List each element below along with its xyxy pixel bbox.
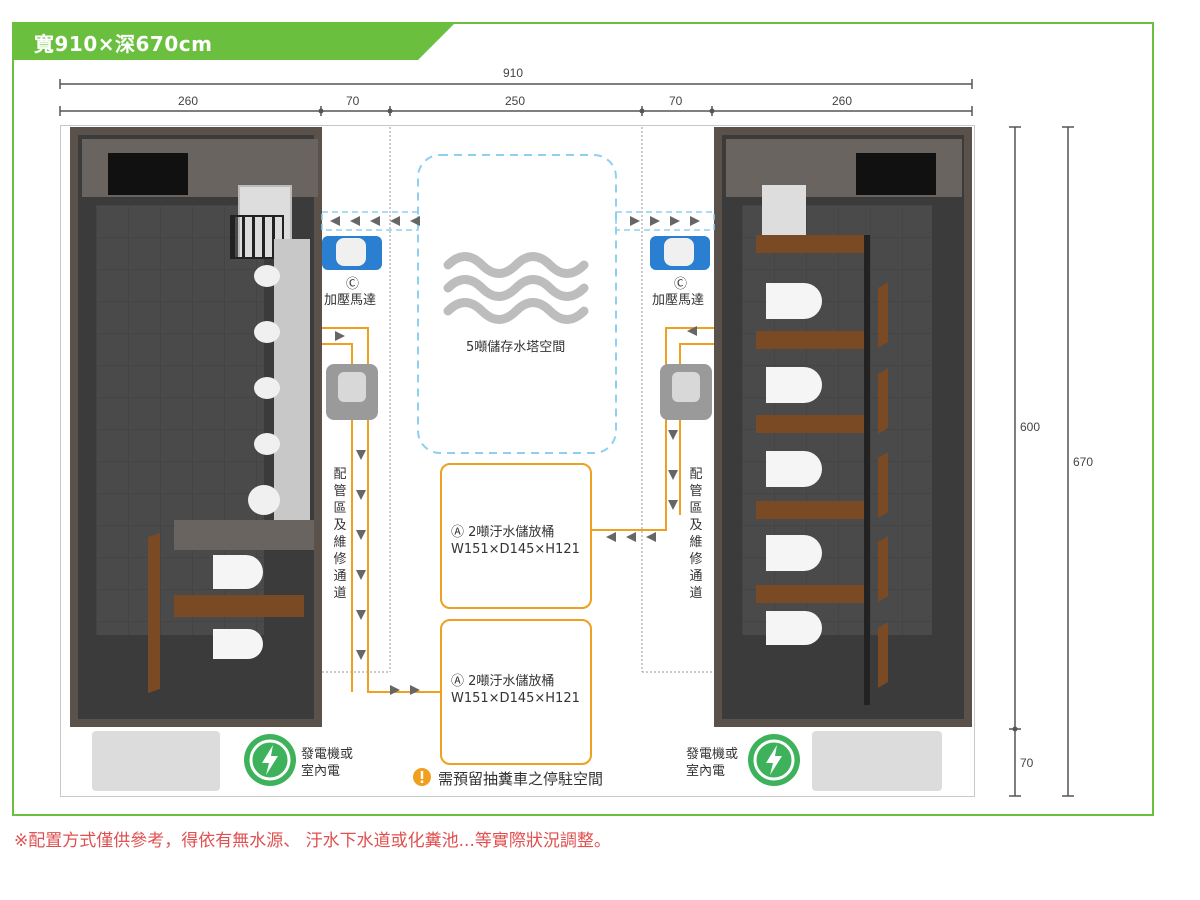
urinal-1 (254, 265, 280, 287)
left-window (108, 153, 188, 195)
water-tank-space (417, 154, 617, 454)
parking-notice: 需預留抽糞車之停駐空間 (438, 770, 604, 788)
dim-seg-2: 70 (346, 94, 360, 108)
lightning-bolt-icon (748, 734, 800, 786)
dim-seg-1: 260 (178, 94, 199, 108)
wave-icon (443, 252, 589, 324)
left-toilet-1 (213, 555, 263, 589)
right-toilet-1 (766, 283, 822, 319)
lightning-bolt-icon (244, 734, 296, 786)
dim-seg-3: 250 (505, 94, 526, 108)
sewage-tank-top (440, 463, 592, 609)
pump-right-label: 加壓馬達 (652, 293, 705, 308)
flow-arrows-pipe (335, 326, 697, 695)
warning-icon (413, 768, 431, 786)
pump-right-marker: Ⓒ (674, 277, 688, 292)
sewage-tank-bottom (440, 619, 592, 765)
right-sink (762, 185, 806, 235)
dim-total-width: 910 (503, 66, 524, 80)
right-stall-divider-2 (756, 331, 866, 349)
right-toilet-5 (766, 611, 822, 645)
dim-depth-total: 670 (1073, 455, 1094, 469)
right-stall-divider-1 (756, 235, 866, 253)
pipe-area-left-label: 配管區及維修通道 (333, 467, 347, 601)
left-restroom (70, 127, 322, 727)
title-tab (14, 24, 454, 60)
urinal-2 (254, 321, 280, 343)
right-stall-divider-4 (756, 501, 866, 519)
left-stall-divider (174, 595, 304, 617)
dim-depth-inner: 600 (1020, 420, 1041, 434)
pump-left-marker: Ⓒ (346, 277, 360, 292)
sewage-tank-bottom-line2: W151×D145×H121 (451, 691, 580, 706)
right-restroom (714, 127, 972, 727)
dim-seg-5: 260 (832, 94, 853, 108)
urinal-4 (254, 433, 280, 455)
right-corridor-wall (864, 235, 870, 705)
left-equipment-box (92, 731, 220, 791)
pump-left-label: 加壓馬達 (324, 293, 377, 308)
dim-depth-extra: 70 (1020, 756, 1034, 770)
sewage-tank-top-line2: W151×D145×H121 (451, 542, 580, 557)
right-window (856, 153, 936, 195)
urinal-3 (254, 377, 280, 399)
pipe-area-right-label: 配管區及維修通道 (689, 467, 703, 601)
left-urinal-wall (274, 239, 310, 529)
generator-left-label: 發電機或室內電 (301, 747, 354, 779)
sewage-tank-top-line1: Ⓐ 2噸汙水儲放桶 (451, 525, 555, 540)
left-toilet-2 (213, 629, 263, 659)
footnote: ※配置方式僅供參考，得依有無水源、 汙水下水道或化糞池...等實際狀況調整。 (14, 831, 611, 851)
right-equipment-box (812, 731, 942, 791)
outer-frame (12, 22, 1154, 816)
right-stall-divider-5 (756, 585, 866, 603)
left-floor-tiles (96, 205, 264, 635)
left-sink-rack (230, 215, 284, 259)
sewage-tank-bottom-line1: Ⓐ 2噸汙水儲放桶 (451, 674, 555, 689)
water-tank-label: 5噸儲存水塔空間 (466, 340, 566, 355)
title-tab-shape (14, 24, 454, 60)
right-toilet-4 (766, 535, 822, 571)
right-toilet-2 (766, 367, 822, 403)
pump-icon (322, 236, 710, 270)
right-toilet-3 (766, 451, 822, 487)
page-title: 寬910×深670cm (34, 32, 213, 56)
dim-seg-4: 70 (669, 94, 683, 108)
flow-arrows-top (330, 216, 700, 226)
right-stall-divider-3 (756, 415, 866, 433)
left-stall-wall (174, 520, 314, 550)
generator-right-label: 發電機或室內電 (686, 747, 739, 779)
urinal-5 (248, 485, 280, 515)
